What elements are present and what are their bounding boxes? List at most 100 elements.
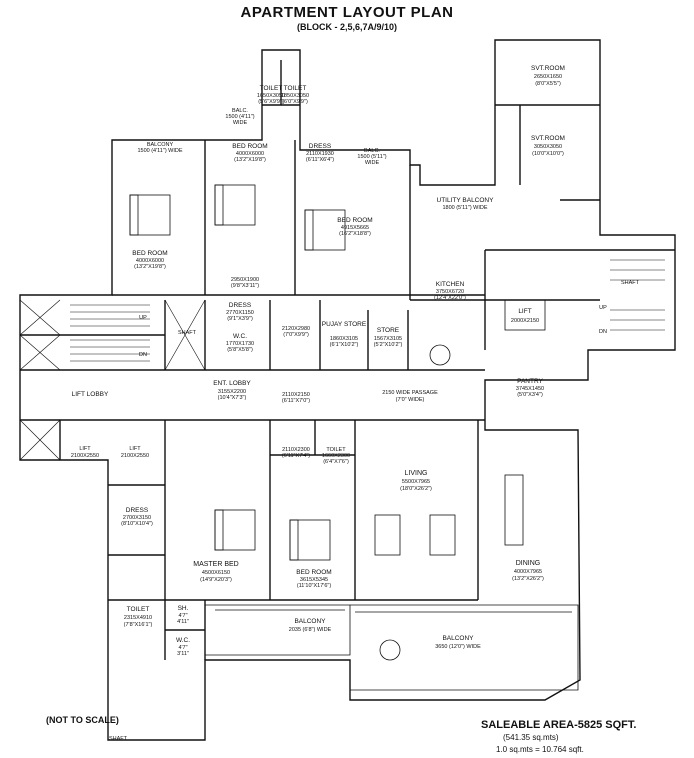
wc-bottom-dim: 4'7" — [178, 645, 187, 651]
balc-b-dim: 1500 (5'11") — [357, 154, 386, 160]
ent-lobby-name: ENT. LOBBY — [213, 380, 251, 387]
balcony-main-name: BALCONY — [442, 635, 474, 642]
shaft-c-label: SHAFT — [109, 736, 128, 742]
balc-b-name: BALC. — [364, 148, 380, 154]
bed-room-left-dim: 4000X6000 — [136, 258, 164, 264]
ent-lobby-imp: (10'4"X7'3") — [218, 395, 247, 401]
lift-b-dim: 2100X2550 — [121, 453, 149, 459]
furniture — [129, 184, 546, 661]
passage-top-dim: 2950X1900 — [231, 277, 259, 283]
kitchen-dim: 3750X6720 — [436, 289, 464, 295]
wc-mid-imp: (5'8"X5'8") — [227, 347, 253, 353]
toilet-bottom-name: TOILET — [127, 606, 150, 613]
toilet-bottom-dim: 2315X4910 — [124, 615, 152, 621]
balc-b-extra: WIDE — [365, 160, 380, 166]
lift-right-dim: 2000X2150 — [511, 318, 539, 324]
dress-top-dim: 2110X1930 — [306, 151, 334, 157]
up-b-label: UP — [599, 305, 607, 311]
master-bed-imp: (14'9"X20'3") — [200, 577, 232, 583]
lift-a-name: LIFT — [79, 446, 91, 452]
toilet-a-imp: (5'6"X9'9") — [258, 99, 284, 105]
svt-room-1-imp: (8'0"X5'5") — [535, 81, 561, 87]
dress-mid-name: DRESS — [229, 302, 252, 309]
pujay-store-dim: 1860X3105 — [330, 336, 358, 342]
wc-mid-name: W.C. — [233, 333, 247, 340]
dining-dim: 4000X7965 — [514, 569, 542, 575]
dn-a-label: DN — [139, 352, 147, 358]
balcony-top-left-name: BALCONY — [147, 142, 174, 148]
lobby-b-imp: (6'11"X7'0") — [282, 398, 310, 404]
page-title: APARTMENT LAYOUT PLAN — [240, 4, 454, 21]
dress-top-imp: (6'11"X6'4") — [306, 157, 334, 163]
wc-mid-dim: 1770X1730 — [226, 341, 254, 347]
unit-conversion: 1.0 sq.mts = 10.764 sqft. — [496, 745, 584, 754]
dining-name: DINING — [516, 560, 541, 567]
toilet-mid-dim: 1660X2300 — [322, 453, 350, 459]
dress-mid-dim: 2770X1150 — [226, 310, 254, 316]
lobby-a-imp: (7'0"X9'9") — [283, 332, 309, 338]
utility-balcony-dim: 1800 (5'11") WIDE — [442, 205, 487, 211]
lift-right-name: LIFT — [518, 308, 531, 315]
svt-room-1-name: SVT.ROOM — [531, 65, 565, 72]
stairs — [70, 259, 665, 362]
master-bed-dim: 4500X6150 — [202, 570, 230, 576]
page-subtitle: (BLOCK - 2,5,6,7A/9/10) — [296, 22, 398, 32]
bed-room-top-dim: 4000X6000 — [236, 151, 264, 157]
passage-name: 2150 WIDE PASSAGE — [382, 390, 438, 396]
bed-room-top-imp: (13'2"X19'8") — [234, 157, 266, 163]
store-imp: (5'2"X10'2") — [374, 342, 403, 348]
dn-b-label: DN — [599, 329, 607, 335]
wc-bottom-name: W.C. — [176, 637, 190, 644]
balcony-railings — [205, 604, 579, 691]
toilet-b-dim: 1850X3050 — [281, 93, 309, 99]
bed-room-bottom-imp: (11'10"X17'6") — [297, 583, 332, 589]
shower-name: SH. — [178, 605, 189, 612]
toilet-mid-name: TOILET — [326, 447, 346, 453]
lobby-c-imp: (6'11"X7'4") — [282, 453, 310, 459]
dress-mid-imp: (9'1"X3'9") — [227, 316, 253, 322]
dress-master-dim: 2700X3150 — [123, 515, 151, 521]
balc-a-extra: WIDE — [233, 120, 248, 126]
lobby-b-dim: 2110X2150 — [282, 392, 310, 398]
shaft-a-label: SHAFT — [178, 330, 197, 336]
room-labels: SVT.ROOM 2650X1650 (8'0"X5'5") SVT.ROOM … — [71, 65, 640, 742]
toilet-b-name: TOILET — [284, 85, 307, 92]
living-imp: (18'0"X26'2") — [400, 486, 432, 492]
pantry-dim: 3745X1450 — [516, 386, 544, 392]
bed-room-bottom-dim: 3615X5345 — [300, 577, 328, 583]
store-name: STORE — [377, 327, 400, 334]
kitchen-name: KITCHEN — [436, 281, 465, 288]
saleable-area: SALEABLE AREA-5825 SQFT. — [481, 719, 637, 731]
toilet-a-dim: 1650X3050 — [257, 93, 285, 99]
bed-room-mid-dim: 4915X5665 — [341, 225, 369, 231]
bed-room-mid-name: BED ROOM — [337, 217, 372, 224]
shaft-crosses — [19, 299, 206, 461]
bed-room-left-name: BED ROOM — [132, 250, 167, 257]
bed-room-left-imp: (13'2"X19'8") — [134, 264, 166, 270]
master-bed-name: MASTER BED — [193, 561, 239, 568]
balcony-top-left-dim: 1500 (4'11") WIDE — [137, 148, 182, 154]
dress-master-imp: (8'10"X10'4") — [121, 521, 153, 527]
passage-top-imp: (9'8"X3'11") — [231, 283, 259, 289]
bed-room-bottom-name: BED ROOM — [296, 569, 331, 576]
toilet-mid-imp: (6'4"X7'6") — [323, 459, 349, 465]
lift-b-name: LIFT — [129, 446, 141, 452]
up-a-label: UP — [139, 315, 147, 321]
svt-room-2-dim: 3050X3050 — [534, 144, 562, 150]
balc-a-dim: 1500 (4'11") — [225, 114, 254, 120]
lift-lobby-name: LIFT LOBBY — [72, 391, 109, 398]
dress-master-name: DRESS — [126, 507, 149, 514]
bed-room-top-name: BED ROOM — [232, 143, 267, 150]
kitchen-imp: (12'4"X22'0") — [434, 295, 466, 301]
ent-lobby-dim: 3155X2200 — [218, 389, 246, 395]
pantry-name: PANTRY — [517, 378, 543, 385]
dress-top-name: DRESS — [309, 143, 332, 150]
balc-a-name: BALC. — [232, 108, 248, 114]
bed-room-mid-imp: (16'2"X18'8") — [339, 231, 371, 237]
saleable-area-metric: (541.35 sq.mts) — [503, 733, 559, 742]
not-to-scale-note: (NOT TO SCALE) — [46, 715, 119, 725]
svt-room-2-imp: (10'0"X10'0") — [532, 151, 564, 157]
lobby-c-dim: 2110X2300 — [282, 447, 310, 453]
walls — [19, 39, 676, 741]
